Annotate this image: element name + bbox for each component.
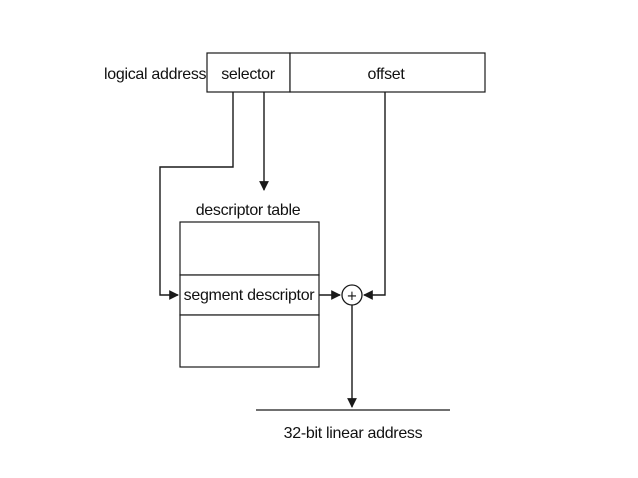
segment-descriptor-label: segment descriptor xyxy=(184,287,316,304)
segment-descriptor-row xyxy=(179,274,320,316)
logical-address-register: selector offset xyxy=(206,52,486,93)
offset-label: offset xyxy=(367,66,405,83)
linear-address-label: 32-bit linear address xyxy=(284,425,423,442)
offset-field xyxy=(289,52,486,93)
adder-plus-icon: + xyxy=(347,289,358,304)
selector-label: selector xyxy=(221,66,276,83)
offset-to-adder-arrow xyxy=(363,92,386,300)
adder: + xyxy=(341,284,363,306)
selector-field xyxy=(206,52,291,93)
descriptor-table: segment descriptor xyxy=(179,221,320,368)
descriptor-table-row-bottom xyxy=(179,314,320,368)
selector-to-descriptor-arrow xyxy=(159,92,234,300)
descriptor-table-row-top xyxy=(179,221,320,276)
logical-address-label: logical address xyxy=(104,66,207,83)
descriptor-table-label: descriptor table xyxy=(196,202,301,219)
